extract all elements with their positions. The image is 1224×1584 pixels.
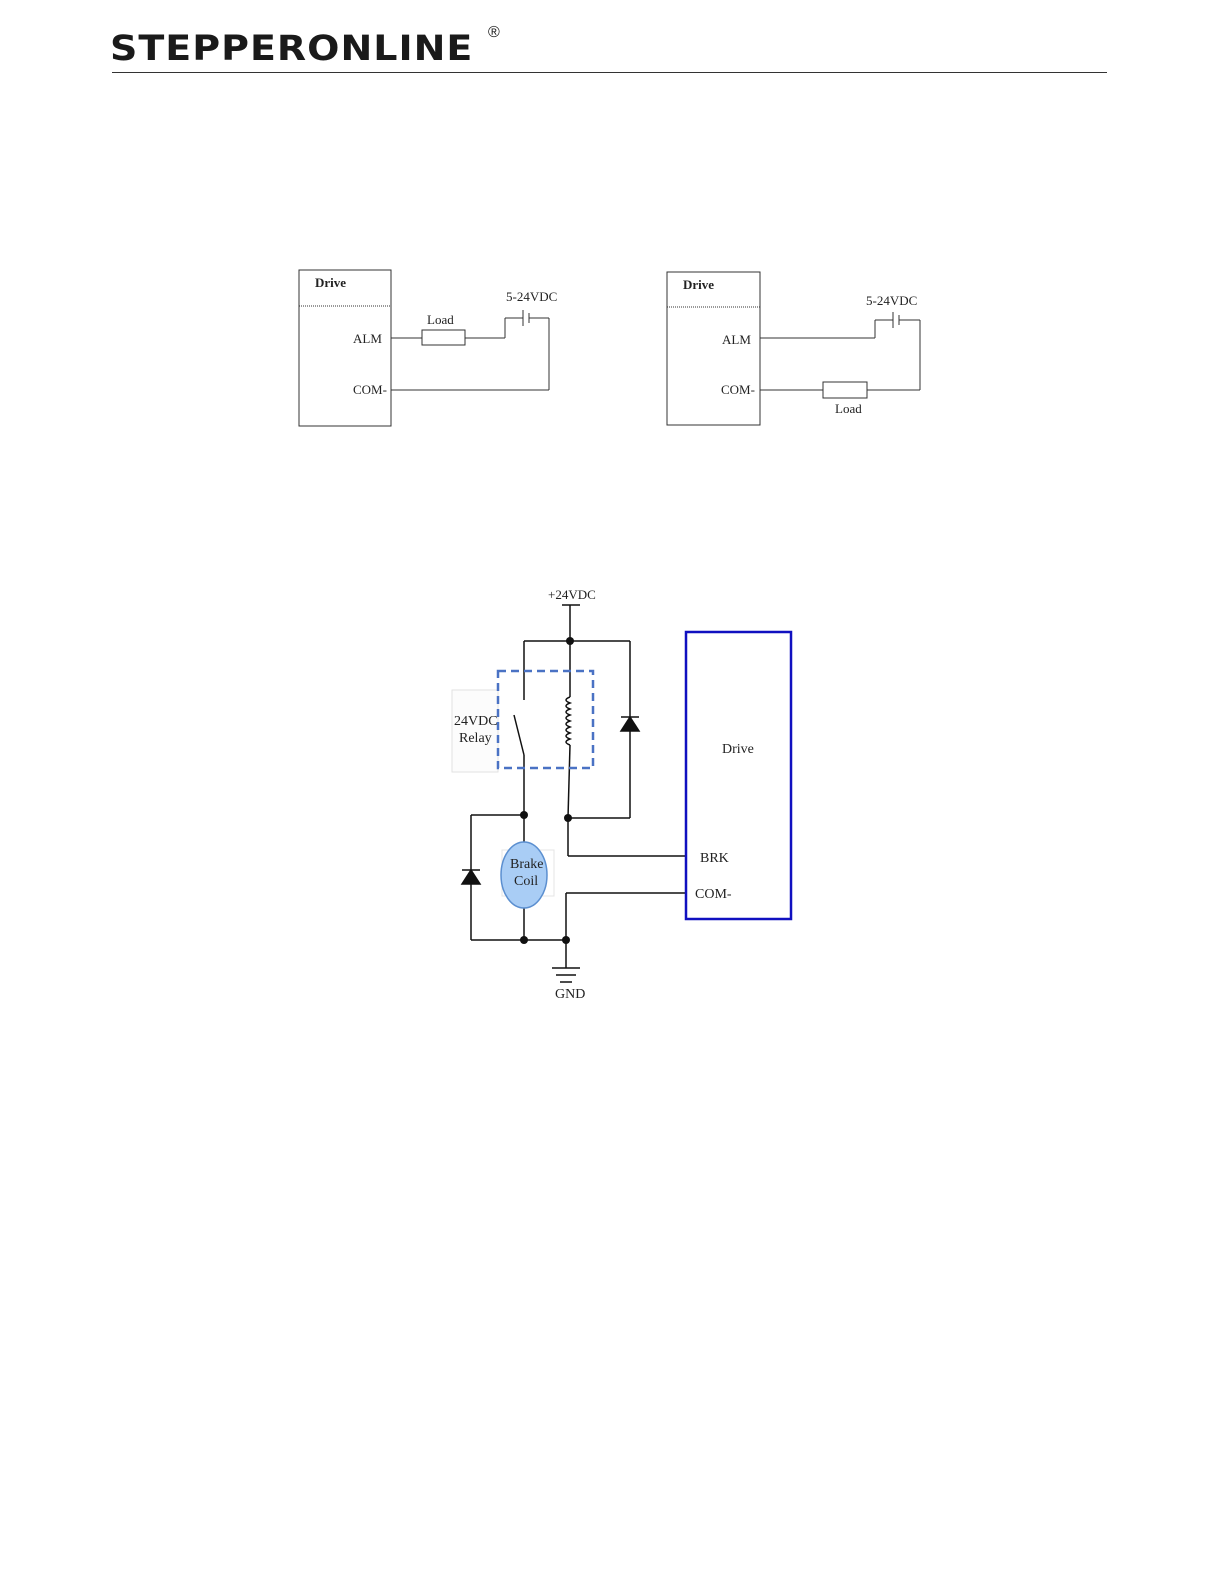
relay-flyback-diode-icon xyxy=(621,717,639,731)
relay-enclosure xyxy=(498,671,593,768)
drive-box xyxy=(667,272,760,425)
brake-coil-label-line2: Coil xyxy=(514,874,538,889)
supply-label: 5-24VDC xyxy=(506,289,557,304)
com-label-brake: COM- xyxy=(695,887,732,902)
coil-lower-wire xyxy=(568,745,570,818)
brake-flyback-diode-icon xyxy=(462,870,480,884)
com-label-right: COM- xyxy=(721,382,755,397)
load-resistor xyxy=(422,330,465,345)
load-label-right: Load xyxy=(835,401,862,416)
supply-label-right: 5-24VDC xyxy=(866,293,917,308)
junction-dot xyxy=(566,637,574,645)
com-label: COM- xyxy=(353,382,387,397)
load-label: Load xyxy=(427,312,454,327)
alm-label-right: ALM xyxy=(722,332,751,347)
relay-label-line2: Relay xyxy=(459,731,492,746)
drive-box xyxy=(686,632,791,919)
relay-coil-winding xyxy=(566,697,570,745)
drive-label-brake: Drive xyxy=(722,742,754,757)
brake-wiring-diagram xyxy=(452,605,791,982)
gnd-label: GND xyxy=(555,987,585,1002)
brake-coil-label-line1: Brake xyxy=(510,857,543,872)
relay-switch-blade xyxy=(514,715,524,755)
drive-box xyxy=(299,270,391,426)
supply-24vdc-label: +24VDC xyxy=(548,587,596,602)
brk-label: BRK xyxy=(700,851,729,866)
relay-label-line1: 24VDC xyxy=(454,714,498,729)
junction-dot xyxy=(564,814,572,822)
drive-label-right: Drive xyxy=(683,277,714,292)
alm-label: ALM xyxy=(353,331,382,346)
drive-label: Drive xyxy=(315,275,346,290)
junction-dot xyxy=(562,936,570,944)
junction-dot xyxy=(520,936,528,944)
junction-dot xyxy=(520,811,528,819)
load-resistor xyxy=(823,382,867,398)
